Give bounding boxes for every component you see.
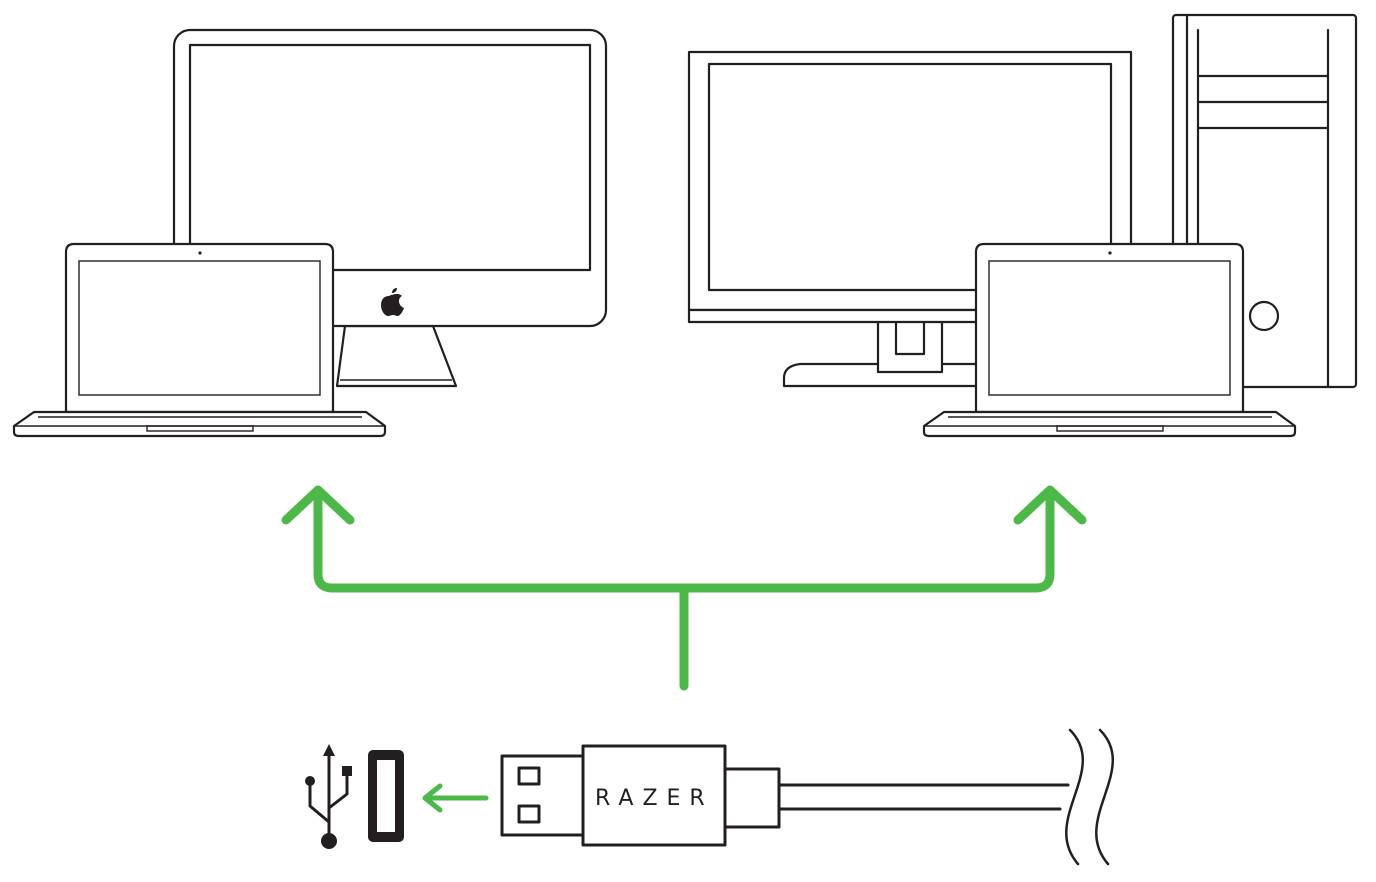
brand-label: RAZER [595,786,714,811]
plug-in-arrow-head [422,783,443,813]
usb-connector-icon: RAZER [500,744,781,847]
apple-logo-icon [381,288,404,316]
arrow-head-left [281,485,355,525]
connection-arrows [281,485,1087,813]
laptop-icon [922,242,1297,438]
branch-line [313,491,1055,593]
usb-symbol-icon [305,744,352,849]
arrow-head-right [1013,485,1087,525]
laptop-icon [12,242,387,438]
cable-icon [777,728,1114,866]
usb-port-icon [368,750,404,842]
